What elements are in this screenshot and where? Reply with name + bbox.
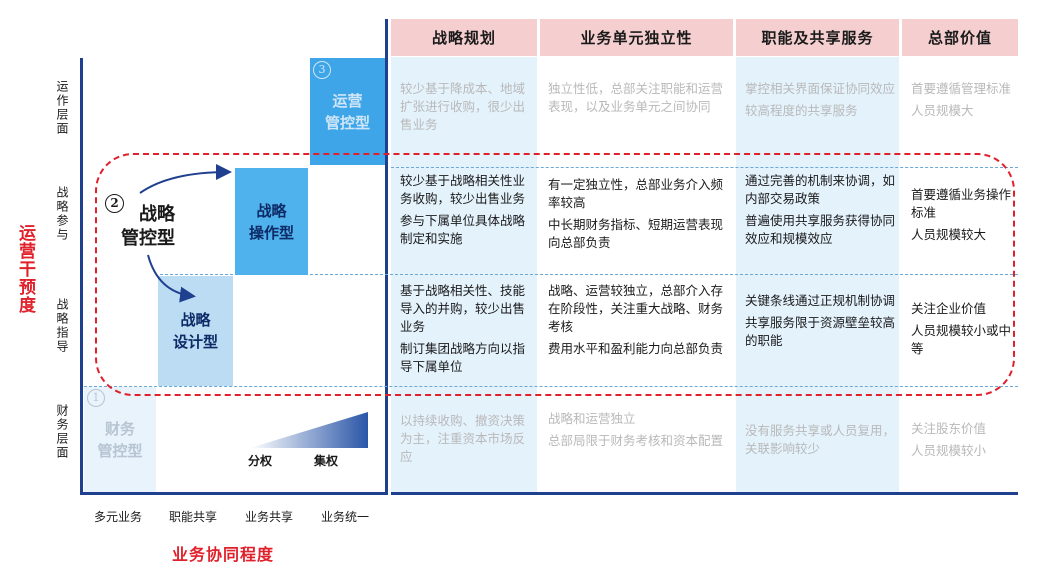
financial-number-badge: 1 xyxy=(87,389,105,407)
bottom-table-line xyxy=(391,492,1018,495)
level-financial: 财务层面 xyxy=(55,404,69,460)
so-strategy: 较少基于战略相关性业务收购，较少出售业务 参与下属单位具体战略制定和实施 xyxy=(400,173,526,246)
sd-shared: 关键条线通过正规机制协调 共享服务限于资源壁垒较高的职能 xyxy=(745,293,896,348)
row-divider-bottom xyxy=(84,386,1018,387)
strategic-highlight-frame xyxy=(95,153,1015,396)
level-strategic-guidance: 战略指导 xyxy=(55,298,69,354)
op-independence: 独立性低，总部关注职能和运营表现，以及业务单元之间协同 xyxy=(548,81,724,114)
operational-number-badge: 3 xyxy=(313,61,331,79)
arrow-to-design xyxy=(147,254,196,303)
so-independence: 有一定独立性，总部业务介入频率较高 中长期财务指标、短期运营表现向总部负责 xyxy=(548,177,724,250)
header-hq: 总部价值 xyxy=(902,19,1018,56)
op-strategy: 较少基于降成本、地域扩张进行收购，很少出售业务 xyxy=(400,81,526,132)
vertical-divider xyxy=(385,19,388,495)
fin-shared: 没有服务共享或人员复用，关联影响较少 xyxy=(745,423,896,456)
level-strategic-participation: 战略参与 xyxy=(55,186,69,242)
tick-diversified: 多元业务 xyxy=(94,510,143,524)
strategic-number-badge: 2 xyxy=(105,194,124,213)
sd-independence: 战略、运营较独立，总部介入存在阶段性，关注重大战略、财务考核 费用水平和盈利能力… xyxy=(548,283,724,356)
row-divider-middle xyxy=(160,274,1018,275)
sd-strategy: 基于战略相关性、技能导入的并购，较少出售业务 制订集团战略方向以指导下属单位 xyxy=(400,283,526,374)
fin-independence: 战略和运营独立 总部局限于财务考核和资本配置 xyxy=(548,411,724,448)
financial-control-box: 财务 管控型 xyxy=(84,387,156,492)
bottom-axis-line xyxy=(80,492,386,495)
fin-strategy: 以持续收购、撤资决策为主，注重资本市场反应 xyxy=(400,413,526,464)
header-shared: 职能及共享服务 xyxy=(736,19,899,56)
tick-business-sharing: 业务共享 xyxy=(245,510,294,524)
op-hq: 首要遵循管理标准 人员规模大 xyxy=(911,81,1012,118)
strategic-control-label: 战略 管控型 xyxy=(121,204,175,249)
strategic-operating-box: 战略 操作型 xyxy=(235,168,308,275)
so-shared: 通过完善的机制来协调，如内部交易政策 普遍使用共享服务获得协同效应和规模效应 xyxy=(745,173,896,246)
header-strategy: 战略规划 xyxy=(391,19,537,56)
bottom-axis-title: 业务协同程度 xyxy=(172,545,275,564)
tick-business-unified: 业务统一 xyxy=(321,510,370,524)
legend-centralized: 集权 xyxy=(314,454,339,468)
tick-function-sharing: 职能共享 xyxy=(169,510,218,524)
op-shared: 掌控相关界面保证协同效应 较高程度的共享服务 xyxy=(745,81,896,118)
level-operational: 运作层面 xyxy=(55,80,69,136)
fin-hq: 关注股东价值 人员规模较小 xyxy=(911,421,987,458)
row-divider-top xyxy=(391,167,1018,168)
arrow-to-operating xyxy=(139,164,232,194)
centralization-gradient xyxy=(250,412,368,448)
left-axis-line xyxy=(80,58,83,495)
legend-decentralized: 分权 xyxy=(248,454,273,468)
sd-hq: 关注企业价值 人员规模较小或中等 xyxy=(911,301,1012,356)
left-axis-title: 运营干预度 xyxy=(15,224,35,314)
header-independence: 业务单元独立性 xyxy=(540,19,733,56)
